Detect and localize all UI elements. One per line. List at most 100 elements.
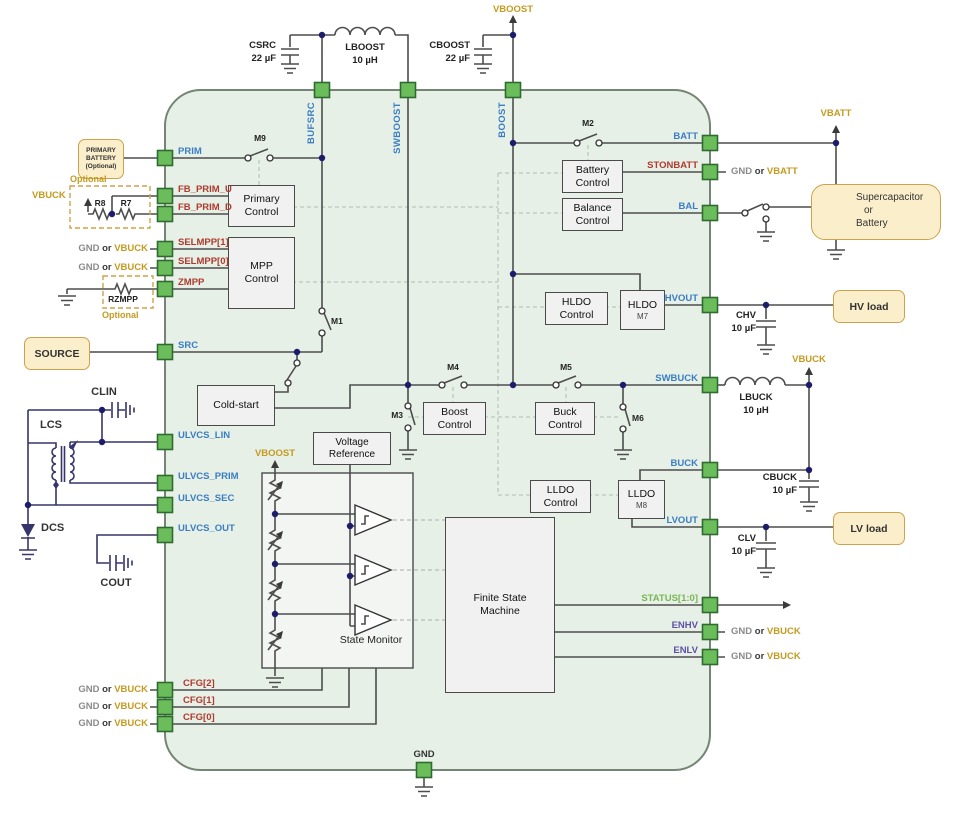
arrowheads bbox=[21, 15, 840, 639]
optional-label-2: Optional bbox=[102, 310, 139, 320]
m5-label: M5 bbox=[560, 362, 572, 372]
tie-stonbatt: GND or VBATT bbox=[731, 166, 798, 177]
pin-enhv bbox=[701, 623, 719, 641]
pin-label-src: SRC bbox=[178, 340, 199, 351]
pin-gnd bbox=[415, 761, 433, 779]
net-vboost-top: VBOOST bbox=[492, 4, 534, 15]
pin-prim bbox=[156, 149, 174, 167]
voltage-reference-block: Voltage Reference bbox=[313, 432, 391, 465]
pin-label-swboost: SWBOOST bbox=[392, 102, 403, 154]
net-vbuck-right: VBUCK bbox=[792, 354, 826, 365]
pin-cfg0 bbox=[156, 715, 174, 733]
pin-bal bbox=[701, 204, 719, 222]
tie-cfg2: GND or VBUCK bbox=[78, 684, 148, 695]
fsm-block: Finite State Machine bbox=[445, 517, 555, 693]
pin-label-selmpp0: SELMPP[0] bbox=[178, 256, 229, 267]
pin-ulvcs-sec bbox=[156, 496, 174, 514]
primary-battery-box: PRIMARY BATTERY (Optional) bbox=[78, 139, 124, 179]
optional-resistor-divider-box bbox=[69, 185, 151, 229]
pin-zmpp bbox=[156, 280, 174, 298]
chip-pins bbox=[156, 81, 719, 779]
pin-label-bufsrc: BUFSRC bbox=[306, 102, 317, 144]
tie-cfg0: GND or VBUCK bbox=[78, 718, 148, 729]
buck-control-block: Buck Control bbox=[535, 402, 595, 435]
pin-ulvcs-lin bbox=[156, 433, 174, 451]
ground-symbols-navy bbox=[18, 401, 135, 572]
tie-enhv: GND or VBUCK bbox=[731, 626, 801, 637]
state-monitor-label: State Monitor bbox=[339, 634, 403, 646]
tie-selmpp1: GND or VBUCK bbox=[78, 243, 148, 254]
pin-label-status: STATUS[1:0] bbox=[641, 593, 698, 604]
pin-label-hvout: HVOUT bbox=[664, 293, 698, 304]
pin-label-enlv: ENLV bbox=[673, 645, 698, 656]
primary-control-block: Primary Control bbox=[228, 185, 295, 227]
pin-label-ulvcs-out: ULVCS_OUT bbox=[178, 523, 235, 534]
pin-label-ulvcs-lin: ULVCS_LIN bbox=[178, 430, 231, 441]
tie-cfg1: GND or VBUCK bbox=[78, 701, 148, 712]
pin-selmpp0 bbox=[156, 259, 174, 277]
m1-label: M1 bbox=[331, 316, 343, 326]
pin-label-batt: BATT bbox=[673, 131, 698, 142]
pin-lvout bbox=[701, 518, 719, 536]
comparators bbox=[354, 503, 445, 637]
boost-control-block: Boost Control bbox=[423, 402, 486, 435]
wires bbox=[66, 22, 846, 787]
net-vboost-monitor: VBOOST bbox=[254, 448, 296, 459]
lcs-label: LCS bbox=[40, 419, 62, 431]
m4-label: M4 bbox=[447, 362, 459, 372]
pin-swboost bbox=[399, 81, 417, 99]
rzmpp-label: RZMPP bbox=[108, 294, 138, 304]
hv-load-box: HV load bbox=[833, 290, 905, 323]
lldo-control-block: LLDO Control bbox=[530, 480, 591, 513]
net-vbuck-left: VBUCK bbox=[32, 190, 66, 201]
battery-control-block: Battery Control bbox=[562, 160, 623, 193]
balance-control-block: Balance Control bbox=[562, 198, 623, 231]
pin-ulvcs-prim bbox=[156, 474, 174, 492]
pin-label-ulvcs-prim: ULVCS_PRIM bbox=[178, 471, 239, 482]
pin-label-boost: BOOST bbox=[497, 102, 508, 138]
control-dashed-lines bbox=[258, 145, 620, 496]
m2-label: M2 bbox=[582, 118, 594, 128]
pin-batt bbox=[701, 134, 719, 152]
pin-swbuck bbox=[701, 376, 719, 394]
pin-label-gnd: GND bbox=[413, 749, 435, 760]
hldo-control-block: HLDO Control bbox=[545, 292, 608, 325]
pin-label-cfg2: CFG[2] bbox=[183, 678, 215, 689]
m6-label: M6 bbox=[632, 413, 644, 423]
pin-label-cfg1: CFG[1] bbox=[183, 695, 215, 706]
tie-selmpp0: GND or VBUCK bbox=[78, 262, 148, 273]
r8-label: R8 bbox=[94, 198, 106, 208]
pin-cfg1 bbox=[156, 698, 174, 716]
cout-label: COUT bbox=[100, 577, 132, 589]
pin-selmpp1 bbox=[156, 240, 174, 258]
pin-label-fb-prim-d: FB_PRIM_D bbox=[178, 202, 232, 213]
pin-label-lvout: LVOUT bbox=[666, 515, 699, 526]
pin-label-cfg0: CFG[0] bbox=[183, 712, 215, 723]
pin-fb-prim-d bbox=[156, 205, 174, 223]
dcs-diode bbox=[21, 524, 35, 537]
pin-cfg2 bbox=[156, 681, 174, 699]
pin-label-bal: BAL bbox=[678, 201, 698, 212]
cold-start-block: Cold-start bbox=[197, 385, 275, 426]
pin-enlv bbox=[701, 648, 719, 666]
pin-bufsrc bbox=[313, 81, 331, 99]
ulvcs-external-wires bbox=[21, 402, 157, 571]
pin-label-stonbatt: STONBATT bbox=[647, 160, 698, 171]
lv-load-box: LV load bbox=[833, 512, 905, 545]
optional-rzmpp-box bbox=[102, 275, 154, 309]
r7-label: R7 bbox=[120, 198, 132, 208]
dcs-label: DCS bbox=[41, 522, 65, 534]
clin-label: CLIN bbox=[91, 386, 117, 398]
pin-status bbox=[701, 596, 719, 614]
pin-label-zmpp: ZMPP bbox=[178, 277, 205, 288]
transformer-polarity-diamond bbox=[53, 481, 59, 489]
source-box: SOURCE bbox=[24, 337, 90, 370]
